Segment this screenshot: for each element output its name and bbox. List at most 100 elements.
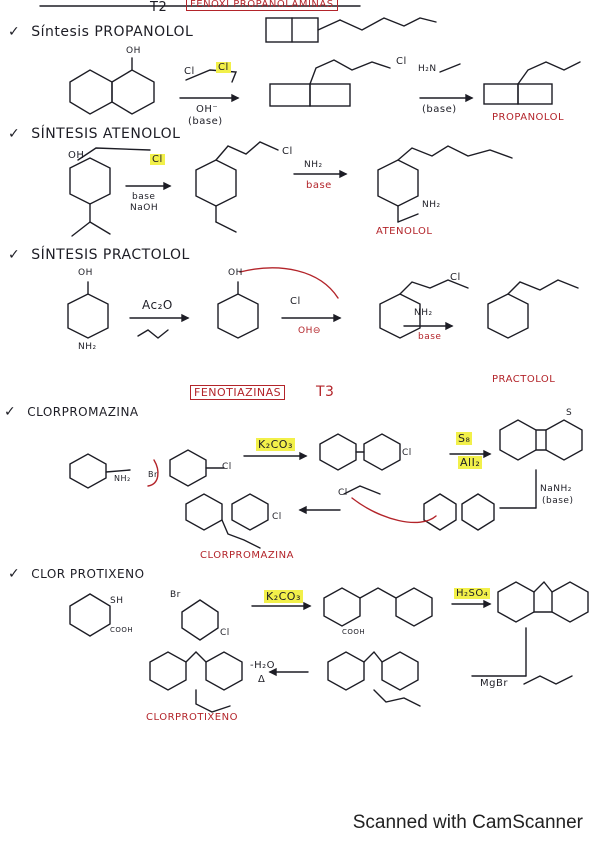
check-icon: ✓ — [8, 126, 21, 142]
fenoxipropanolaminas-header: FENOXI PROPANOLAMINAS — [186, 0, 338, 11]
chemistry-drawing — [39, 5, 589, 713]
product-propanolol: PROPANOLOL — [492, 112, 565, 123]
label-cl-highlight: Cl — [150, 154, 165, 165]
label-nh2: NH₂ — [114, 474, 131, 483]
clorpromazina-product — [185, 493, 269, 549]
clorprotixeno-down-arrow — [471, 627, 527, 677]
grignard-chain — [523, 675, 573, 685]
label-nh2: NH₂ — [78, 342, 97, 352]
section-title: Síntesis PROPANOLOL — [31, 24, 194, 40]
product-practolol: PRACTOLOL — [492, 374, 556, 385]
label-minus-h2o: -H₂O — [250, 660, 276, 671]
section-propanolol: ✓ Síntesis PROPANOLOL — [8, 24, 193, 40]
clorprotixeno-bromobenzene — [181, 599, 219, 641]
header-naphthalene — [265, 17, 437, 43]
label-nh2: NH₂ — [422, 200, 441, 210]
atenolol-phenol — [69, 147, 151, 237]
label-delta: Δ — [258, 674, 266, 685]
label-ali2: AlI₂ — [458, 456, 483, 469]
propanolol-intermediate — [269, 59, 391, 107]
label-cooh: COOH — [342, 628, 366, 636]
t3-marker: T3 — [316, 384, 335, 400]
practolol-arrow1 — [129, 313, 190, 339]
section-title: SÍNTESIS PRACTOLOL — [31, 247, 190, 263]
label-ac2o: Ac₂O — [142, 298, 173, 312]
product-clorprotixeno: CLORPROTIXENO — [146, 712, 238, 723]
clorprotixeno-alcohol — [327, 650, 421, 707]
practolol-aminophenol — [67, 281, 109, 339]
label-br: Br — [148, 470, 158, 479]
label-s: S — [566, 408, 573, 418]
check-icon: ✓ — [8, 247, 21, 263]
clorprotixeno-arrow3 — [268, 667, 309, 677]
propanolol-product — [483, 61, 581, 105]
label-sh: SH — [110, 596, 124, 606]
practolol-arrow2 — [281, 313, 342, 323]
label-base-paren: (base) — [542, 496, 574, 506]
clorpromazina-arrow1 — [243, 451, 308, 461]
atenolol-intermediate — [195, 141, 279, 233]
label-cl-highlight: Cl — [216, 62, 231, 73]
atenolol-arrow1 — [125, 181, 172, 191]
label-base-paren: (base) — [188, 116, 223, 127]
label-oh: OH — [126, 46, 141, 56]
clorprotixeno-arrow2 — [451, 599, 492, 609]
label-cl: Cl — [222, 462, 232, 472]
clorpromazina-intermediate — [343, 485, 495, 531]
product-atenolol: ATENOLOL — [376, 226, 433, 237]
label-nh2: NH₂ — [304, 160, 323, 170]
clorprotixeno-product — [149, 651, 243, 713]
label-base-paren: (base) — [422, 104, 457, 115]
clorprotixeno-thioxanthone — [497, 580, 589, 623]
t2-marker: T2 — [150, 0, 168, 15]
label-s8: S₈ — [456, 432, 473, 445]
section-title: CLOR PROTIXENO — [31, 567, 145, 581]
label-cl: Cl — [290, 296, 301, 307]
practolol-intermediate — [217, 267, 339, 339]
label-mgbr: MgBr — [480, 678, 508, 689]
label-oh-circle: OH⊖ — [298, 326, 321, 336]
label-cl: Cl — [396, 56, 407, 67]
clorprotixeno-arrow1 — [251, 601, 312, 611]
label-naoh: NaOH — [130, 203, 159, 213]
fenotiazinas-header: FENOTIAZINAS — [190, 385, 286, 400]
clorpromazina-halide — [147, 449, 225, 487]
clorpromazina-aniline — [69, 453, 131, 489]
label-k2co3: K₂CO₃ — [256, 438, 295, 451]
label-cl: Cl — [338, 488, 348, 498]
check-icon: ✓ — [4, 404, 17, 420]
label-base-red: base — [418, 332, 442, 342]
propanolol-arrow — [419, 63, 474, 103]
atenolol-product — [377, 145, 513, 223]
label-cl: Cl — [184, 66, 195, 77]
label-cl: Cl — [402, 448, 412, 458]
label-nh2: NH₂ — [414, 308, 433, 318]
section-title: SÍNTESIS ATENOLOL — [31, 126, 181, 142]
section-title: CLORPROMAZINA — [27, 405, 139, 419]
propanolol-naphthol — [69, 57, 155, 115]
section-clorprotixeno: ✓ CLOR PROTIXENO — [8, 566, 145, 582]
label-base-red: base — [306, 180, 332, 191]
label-oh: OH — [228, 268, 243, 278]
label-cl: Cl — [272, 512, 282, 522]
label-br: Br — [170, 590, 181, 600]
product-clorpromazina: CLORPROMAZINA — [200, 550, 294, 561]
atenolol-arrow2 — [293, 169, 348, 179]
section-practolol: ✓ SÍNTESIS PRACTOLOL — [8, 247, 190, 263]
label-cl: Cl — [220, 628, 230, 638]
check-icon: ✓ — [8, 24, 21, 40]
clorpromazina-diphenylamine — [319, 433, 401, 471]
label-oh-minus: OH⁻ — [196, 104, 219, 115]
label-h2so4: H₂SO₄ — [454, 588, 491, 599]
practolol-product — [487, 279, 579, 339]
label-h2n: H₂N — [418, 64, 437, 74]
clorprotixeno-intermediate — [323, 587, 433, 627]
label-nanh2: NaNH₂ — [540, 484, 572, 494]
clorpromazina-down-arrow — [499, 469, 537, 509]
label-oh: OH — [78, 268, 93, 278]
clorpromazina-phenothiazine — [499, 419, 583, 461]
clorprotixeno-thiophenol — [69, 593, 111, 637]
clorpromazina-arrow2 — [449, 449, 492, 459]
label-cl: Cl — [282, 146, 293, 157]
